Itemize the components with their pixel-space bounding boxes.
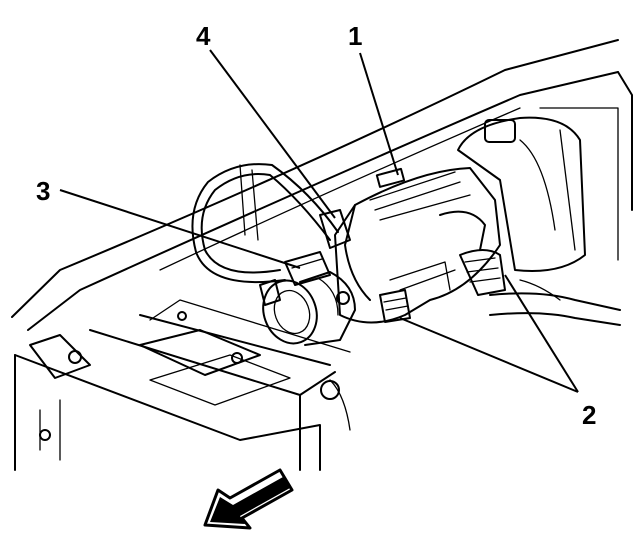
callout-3: 3: [36, 176, 50, 206]
intake-duct: [489, 279, 621, 326]
air-cleaner-housing: [334, 167, 501, 324]
radiator-support: [14, 299, 351, 471]
coolant-reservoir: [457, 116, 586, 272]
leader-line-2b: [399, 317, 579, 393]
leader-line-4: [209, 49, 336, 219]
callout-4: 4: [196, 21, 211, 51]
front-direction-arrow-icon: [203, 468, 294, 530]
retaining-clips: [379, 249, 506, 323]
leader-line-2a: [504, 274, 579, 393]
callout-2: 2: [582, 400, 596, 430]
vehicle-body-outline: [11, 39, 633, 331]
wiring-harness: [191, 163, 351, 306]
callout-1: 1: [348, 21, 362, 51]
maf-sensor-outlet: [262, 271, 356, 346]
leader-line-1: [359, 52, 399, 176]
leader-line-3: [59, 189, 301, 269]
